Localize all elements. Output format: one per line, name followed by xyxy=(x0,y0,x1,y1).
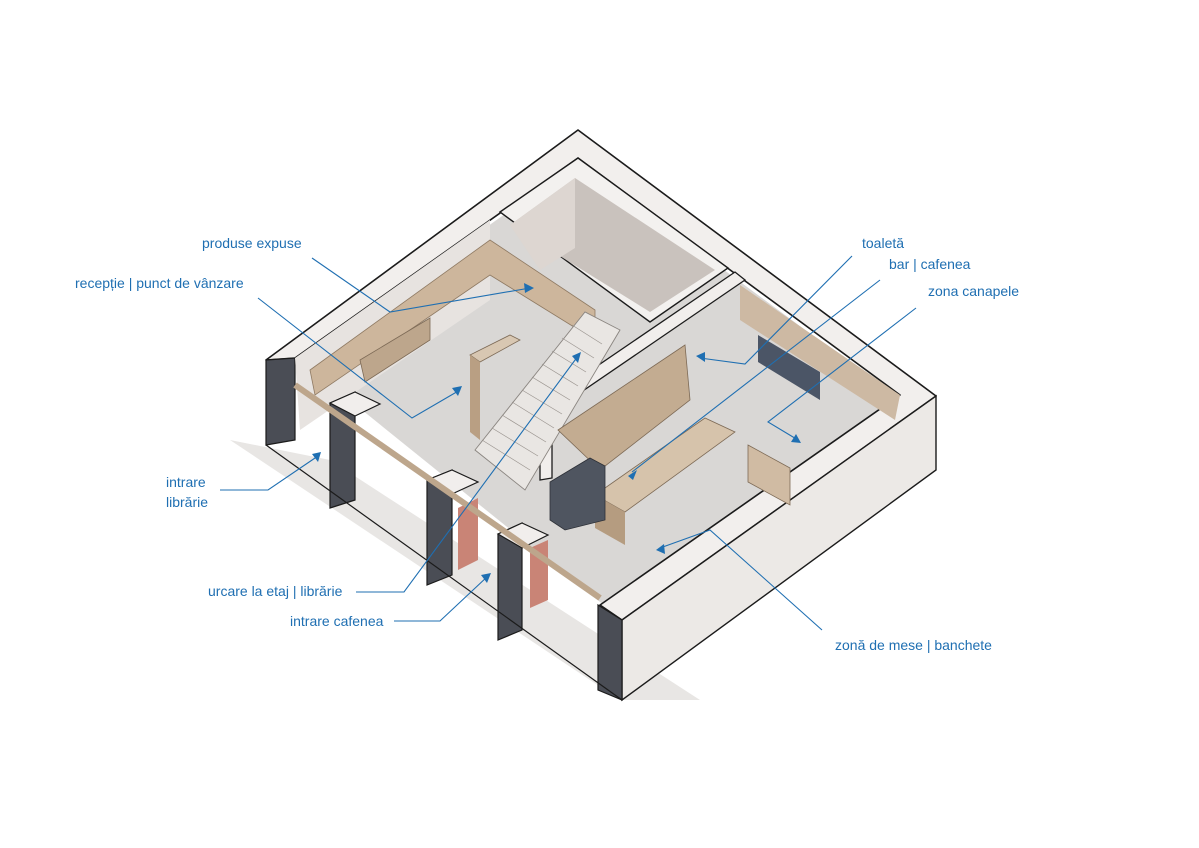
leader-zona-canapele xyxy=(767,307,917,441)
label-produse-expuse: produse expuse xyxy=(202,235,302,251)
sofa-shelf-unit xyxy=(747,444,791,506)
arrowhead-intrare-librarie xyxy=(312,452,321,462)
label-zona-canapele: zona canapele xyxy=(928,283,1020,299)
leader-toaleta xyxy=(699,255,853,365)
label-intrare-librarie-line2: librărie xyxy=(166,494,209,510)
reception-counter xyxy=(359,317,431,383)
leader-urcare-etaj xyxy=(356,355,579,593)
ground-shadow xyxy=(230,440,700,700)
arrowhead-intrare-cafenea xyxy=(481,573,491,583)
label-zona-mese: zonă de mese | banchete xyxy=(835,637,992,653)
arrowhead-urcare-etaj xyxy=(572,352,581,363)
arrowhead-zona-canapele xyxy=(791,434,801,443)
label-intrare-librarie-line1: intrare xyxy=(166,474,206,490)
cafe-bar-back xyxy=(557,344,691,471)
front-column-1-top xyxy=(328,391,382,417)
leader-bar-cafenea xyxy=(631,279,881,473)
arrowheads xyxy=(312,283,801,583)
label-urcare-etaj: urcare la etaj | librărie xyxy=(208,583,343,599)
leader-intrare-librarie xyxy=(220,455,319,491)
staircase xyxy=(474,311,621,491)
leader-receptie xyxy=(257,297,461,419)
label-receptie: recepție | punct de vânzare xyxy=(75,275,244,291)
leader-lines xyxy=(220,255,917,631)
arrowhead-toaleta xyxy=(696,352,705,362)
arrowhead-produse-expuse xyxy=(524,283,534,293)
label-intrare-cafenea: intrare cafenea xyxy=(290,613,384,629)
display-table-side xyxy=(470,355,480,440)
front-column-3-top xyxy=(496,522,550,549)
arrowhead-bar-cafenea xyxy=(628,470,637,480)
arrowhead-receptie xyxy=(452,386,462,396)
leader-produse-expuse xyxy=(311,257,531,313)
label-toaleta: toaletă xyxy=(862,235,905,251)
cafe-door xyxy=(458,498,478,570)
display-table xyxy=(469,334,521,363)
outer-wall-left-face xyxy=(265,357,296,446)
leader-zona-mese xyxy=(659,529,823,631)
back-wall-right xyxy=(740,285,900,420)
arrowhead-zona-mese xyxy=(656,544,665,554)
label-bar-cafenea: bar | cafenea xyxy=(889,256,971,272)
front-beam xyxy=(293,382,602,601)
front-glazing-line xyxy=(265,444,623,701)
cafe-dark-cabinets xyxy=(549,457,606,531)
storage-room-wall xyxy=(510,178,575,270)
leader-intrare-cafenea xyxy=(394,575,489,622)
sofa-zone-panels xyxy=(758,335,820,400)
